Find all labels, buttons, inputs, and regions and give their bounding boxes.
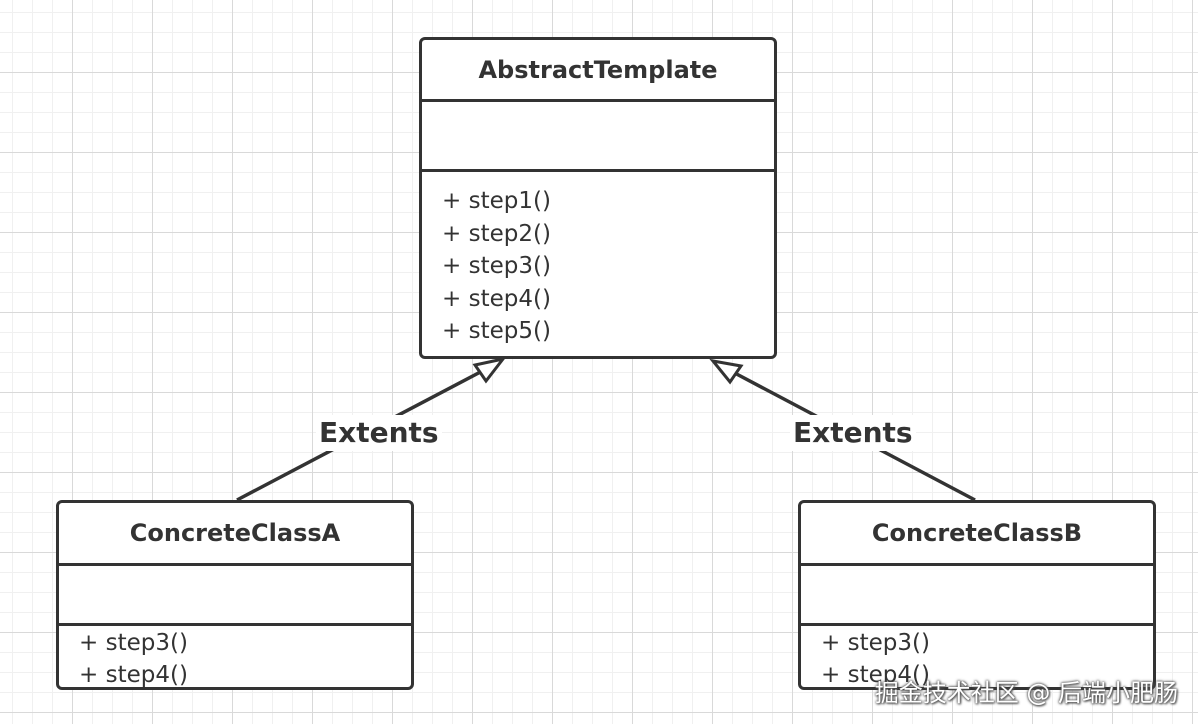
class-abstract-template[interactable]: AbstractTemplate + step1() + step2() + s…: [419, 37, 777, 359]
method-item: + step4(): [821, 662, 930, 688]
class-name: ConcreteClassA: [59, 503, 411, 566]
edge-label-extents-a: Extents: [316, 415, 442, 451]
edge-b-arrowhead: [709, 358, 744, 385]
edge-label-extents-b: Extents: [790, 415, 916, 451]
methods-compartment: + step3() + step4(): [801, 626, 1153, 688]
method-item: + step3(): [442, 253, 551, 279]
class-name: AbstractTemplate: [422, 40, 774, 102]
methods-compartment: + step3() + step4(): [59, 626, 411, 688]
method-item: + step1(): [442, 188, 551, 214]
class-concrete-a[interactable]: ConcreteClassA + step3() + step4(): [56, 500, 414, 690]
watermark: 掘金技术社区 @ 后端小肥肠: [874, 679, 1178, 707]
method-item: + step5(): [442, 318, 551, 344]
method-item: + step3(): [79, 630, 188, 656]
method-item: + step4(): [79, 662, 188, 688]
attributes-compartment: [801, 566, 1153, 626]
class-concrete-b[interactable]: ConcreteClassB + step3() + step4(): [798, 500, 1156, 690]
method-item: + step4(): [442, 285, 551, 312]
class-name: ConcreteClassB: [801, 503, 1153, 566]
attributes-compartment: [422, 102, 774, 172]
methods-compartment: + step1() + step2() + step3() + step4() …: [422, 172, 774, 348]
method-item: + step3(): [821, 630, 930, 656]
method-item: + step2(): [442, 220, 551, 247]
attributes-compartment: [59, 566, 411, 626]
edge-a-arrowhead: [472, 356, 507, 384]
